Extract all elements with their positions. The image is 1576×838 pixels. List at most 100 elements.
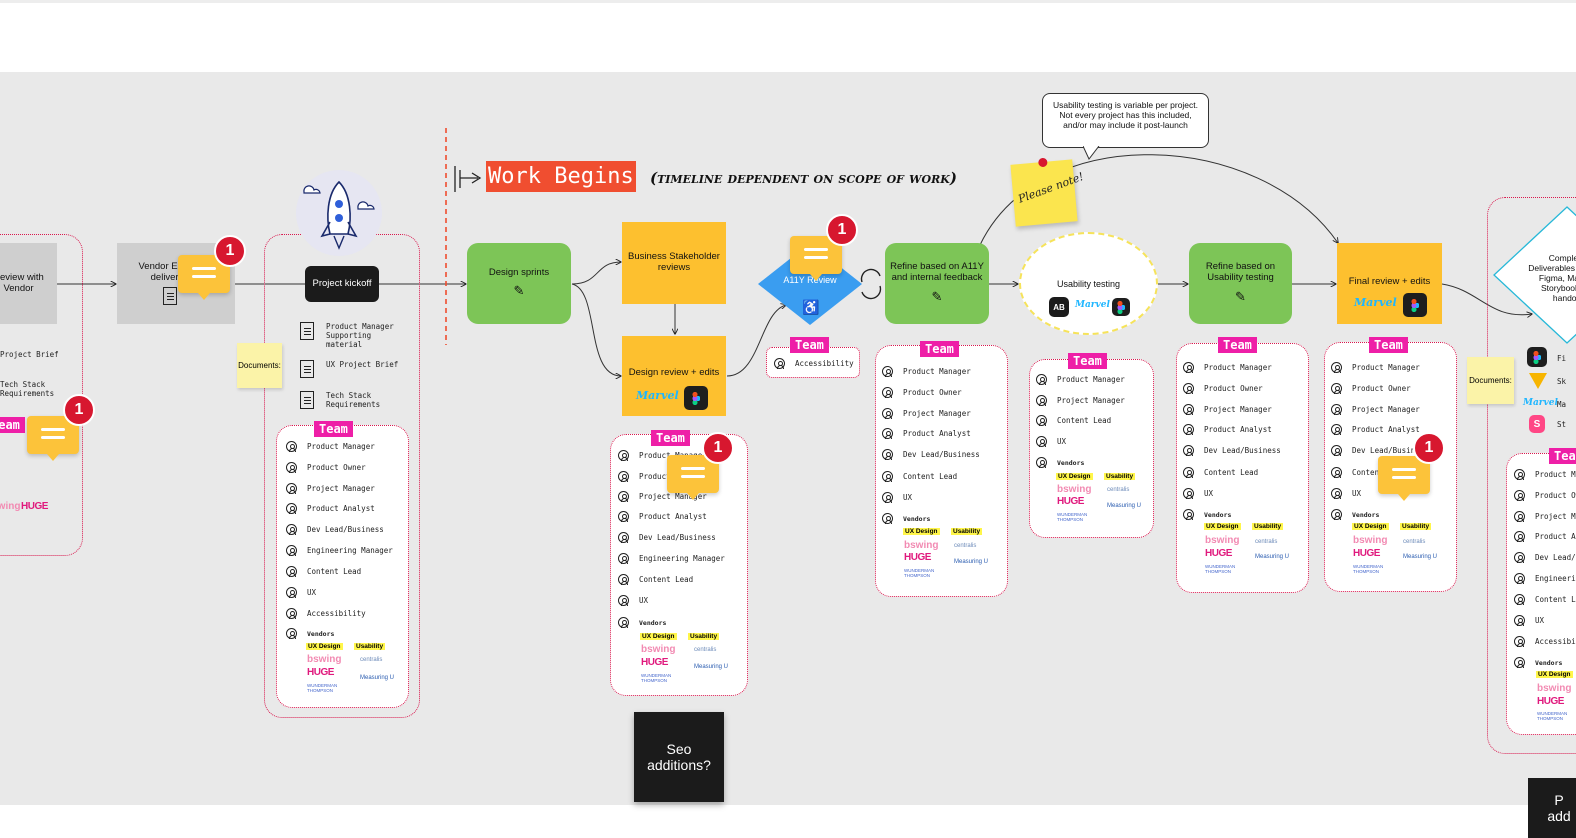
team-member: UX bbox=[618, 595, 648, 606]
doc-project-brief: Project Brief bbox=[0, 350, 59, 359]
wunderman-logo: WUNDERMAN THOMPSON bbox=[307, 683, 338, 693]
team-label: Team bbox=[1369, 337, 1408, 353]
team-member: UX bbox=[1036, 436, 1066, 447]
marvel-logo: Marvel bbox=[1075, 300, 1110, 310]
doc-tech-stack[interactable]: Tech Stack Requirements bbox=[300, 391, 386, 409]
comment-count-badge[interactable]: 1 bbox=[826, 214, 858, 246]
ux-design-tag: UX Design bbox=[1056, 473, 1093, 480]
team-panel-usability bbox=[1029, 359, 1154, 538]
work-begins-title[interactable]: Work Begins bbox=[486, 161, 636, 192]
team-member: Content Lead bbox=[1514, 594, 1576, 605]
wunderman-logo: WUNDERMAN THOMPSON bbox=[1537, 711, 1568, 721]
usability-testing-node[interactable]: Usability testing AB Marvel bbox=[1019, 232, 1158, 335]
team-member: Product Manager bbox=[1331, 362, 1420, 373]
team-member: Project Manager bbox=[1036, 395, 1125, 406]
usability-callout[interactable]: Usability testing is variable per projec… bbox=[1042, 93, 1209, 160]
team-member: Vendors bbox=[1183, 509, 1231, 520]
connector bbox=[1441, 283, 1532, 315]
business-review-node[interactable]: Business Stakeholder reviews bbox=[622, 222, 726, 304]
centralis-logo: centralis bbox=[1255, 539, 1278, 545]
team-member: Engineering Manager bbox=[618, 553, 725, 564]
timeline-note[interactable]: (timeline dependent on scope of work) bbox=[650, 169, 957, 187]
bswing-logo: bswing bbox=[1353, 535, 1388, 546]
team-member: Product Analyst bbox=[1514, 531, 1576, 542]
team-member: Product Owner bbox=[1514, 490, 1576, 501]
doc-tech-stack: Tech Stack Requirements bbox=[0, 380, 55, 398]
centralis-logo: centralis bbox=[954, 543, 977, 549]
marvel-logo: Marvel bbox=[1354, 296, 1397, 309]
team-member: UX bbox=[1183, 488, 1213, 499]
usability-tag: Usability bbox=[1104, 473, 1136, 480]
pencil-icon: ✎ bbox=[1235, 288, 1246, 304]
centralis-logo: centralis bbox=[1107, 487, 1130, 493]
bswing-logo: bswing bbox=[1057, 484, 1092, 495]
team-member: Product Analyst bbox=[1331, 424, 1420, 435]
seo-sticky[interactable]: Seo additions? bbox=[634, 712, 724, 802]
team-member: UX bbox=[1331, 488, 1361, 499]
documents-sticky[interactable]: Documents: bbox=[1467, 357, 1514, 404]
measuringu-logo: Measuring U bbox=[694, 664, 729, 670]
team-member: Accessibility bbox=[1514, 636, 1576, 647]
team-member: Product Analyst bbox=[1183, 424, 1272, 435]
refine-a11y-node[interactable]: Refine based on A11Y and internal feedba… bbox=[885, 243, 989, 324]
pushpin-icon bbox=[1037, 157, 1048, 168]
team-member: Content Lead bbox=[1183, 467, 1258, 478]
team-member: Project Manager bbox=[286, 483, 375, 494]
team-panel-refine-a11y bbox=[875, 345, 1008, 597]
team-member: Product Analyst bbox=[618, 511, 707, 522]
tool-label: Fi bbox=[1557, 354, 1567, 363]
connector bbox=[571, 262, 621, 285]
team-label: Team bbox=[1068, 353, 1107, 369]
bottom-right-sticky[interactable]: P add bbox=[1528, 778, 1576, 838]
usability-tag: Usability bbox=[1400, 523, 1432, 530]
ux-design-tag: UX Design bbox=[1352, 523, 1389, 530]
accessibility-icon: ♿ bbox=[802, 299, 820, 315]
documents-sticky[interactable]: Documents: bbox=[237, 343, 282, 388]
team-panel-refine-usability bbox=[1176, 343, 1309, 593]
team-member: Product Owner bbox=[882, 387, 962, 398]
please-note-sticky[interactable]: Please note! bbox=[1010, 157, 1085, 227]
comment-count-badge[interactable]: 1 bbox=[702, 432, 734, 464]
project-kickoff-node[interactable]: Project kickoff bbox=[305, 266, 379, 302]
team-label: Team bbox=[651, 430, 690, 446]
wunderman-logo: WUNDERMAN THOMPSON bbox=[641, 673, 672, 683]
team-member: Accessibility bbox=[286, 608, 366, 619]
measuringu-logo: Measuring U bbox=[360, 675, 395, 681]
team-label: Team bbox=[920, 341, 959, 357]
team-member: Project Manager bbox=[1183, 404, 1272, 415]
measuringu-logo: Measuring U bbox=[1107, 503, 1142, 509]
ux-design-tag: UX Design bbox=[1536, 671, 1573, 678]
team-member: Engineering Manager bbox=[286, 545, 393, 556]
team-member: Project Manager bbox=[618, 491, 707, 502]
huge-logo: HUGE bbox=[1353, 548, 1380, 559]
pencil-icon: ✎ bbox=[513, 283, 525, 299]
doc-ux-brief[interactable]: UX Project Brief bbox=[300, 360, 398, 378]
review-with-vendor-node[interactable]: Review with Vendor bbox=[0, 243, 57, 324]
doc-pm-supporting[interactable]: Product Manager Supporting material bbox=[300, 322, 396, 349]
team-member: Product Manager bbox=[882, 366, 971, 377]
comment-count-badge[interactable]: 1 bbox=[1413, 432, 1445, 464]
team-label: Team bbox=[0, 417, 25, 433]
ux-design-tag: UX Design bbox=[640, 633, 677, 640]
refine-usability-node[interactable]: Refine based on Usability testing ✎ bbox=[1189, 243, 1292, 324]
tool-label: Sk bbox=[1557, 377, 1567, 386]
design-review-node[interactable]: Design review + edits bbox=[622, 336, 726, 416]
comment-count-badge[interactable]: 1 bbox=[214, 235, 246, 267]
measuringu-logo: Measuring U bbox=[1255, 554, 1290, 560]
complete-deliverables-node[interactable]: Complete Deliverables Sketch, Figma, Mar… bbox=[1492, 205, 1576, 345]
team-member: Project Manager bbox=[1331, 404, 1420, 415]
team-panel-kickoff bbox=[276, 425, 409, 708]
team-member: UX bbox=[1514, 615, 1544, 626]
marvel-logo: Marvel bbox=[636, 389, 679, 402]
comment-count-badge[interactable]: 1 bbox=[63, 394, 95, 426]
huge-logo: HUGE bbox=[1537, 696, 1564, 707]
storybook-icon: S bbox=[1529, 415, 1545, 433]
deliverables-group bbox=[1487, 197, 1576, 754]
ab-test-icon: AB bbox=[1049, 297, 1069, 317]
huge-logo: HUGE bbox=[904, 552, 931, 563]
usability-tag: Usability bbox=[1252, 523, 1284, 530]
cycle-icon bbox=[860, 268, 882, 300]
design-sprints-node[interactable]: Design sprints ✎ bbox=[467, 243, 571, 324]
pencil-icon: ✎ bbox=[931, 288, 943, 304]
